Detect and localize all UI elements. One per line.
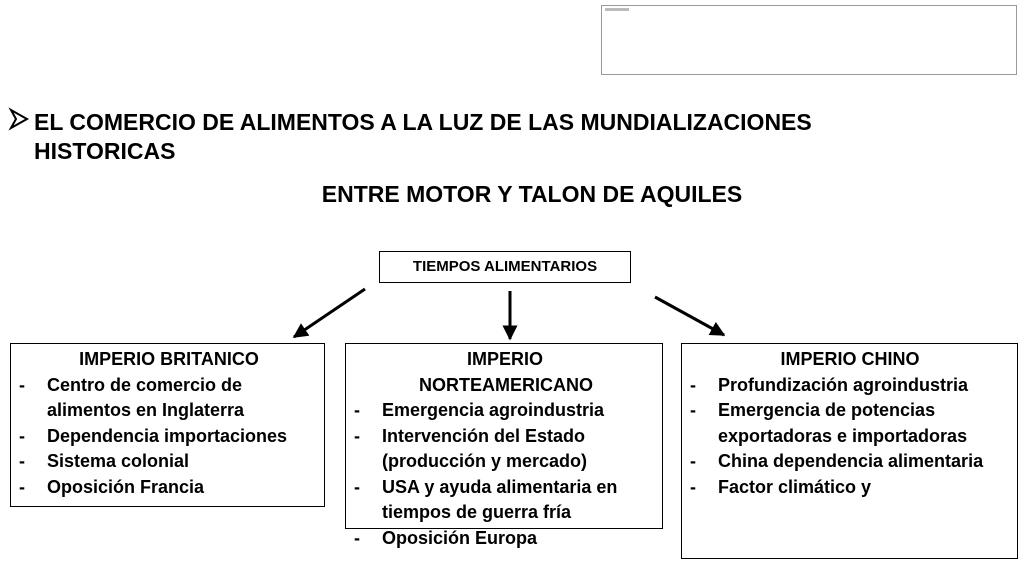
root-node-tiempos-alimentarios: TIEMPOS ALIMENTARIOS [379,251,631,283]
list-item: Profundización agroindustria [685,373,985,399]
list-item: Dependencia importaciones [14,424,324,450]
node-item-list: Profundización agroindustria Emergencia … [685,373,1015,501]
embedded-slide-thumbnail [601,5,1017,75]
arrow-to-imperio-britanico [292,287,366,339]
list-item: China dependencia alimentaria [685,449,985,475]
list-item: Intervención del Estado (producción y me… [349,424,661,475]
node-imperio-chino [681,343,1018,559]
node-title: IMPERIO CHINO [780,349,920,369]
arrow-to-imperio-chino [654,295,726,337]
list-item: Emergencia agroindustria [349,398,661,424]
node-title: IMPERIO BRITANICO [79,349,259,369]
list-item: Factor climático y [685,475,985,501]
list-item: Oposición Europa [349,526,661,552]
list-item: USA y ayuda alimentaria en tiempos de gu… [349,475,661,526]
list-item: Oposición Francia [14,475,324,501]
node-imperio-britanico [10,343,325,507]
node-item-list: Centro de comercio de alimentos en Ingla… [14,373,324,501]
list-item: Emergencia de potencias exportadoras e i… [685,398,985,449]
slide-heading: EL COMERCIO DE ALIMENTOS A LA LUZ DE LAS… [34,108,994,166]
node-imperio-britanico-text: IMPERIO BRITANICO Centro de comercio de … [14,347,324,500]
list-item: Centro de comercio de alimentos en Ingla… [14,373,324,424]
node-title: IMPERIO NORTEAMERICANO [419,349,593,395]
slide-subtitle: ENTRE MOTOR Y TALON DE AQUILES [321,181,743,207]
heading-line-1: EL COMERCIO DE ALIMENTOS A LA LUZ DE LAS… [34,109,812,135]
node-item-list: Emergencia agroindustria Intervención de… [349,398,661,551]
arrow-bullet-icon [8,107,32,131]
node-imperio-norteamericano-text: IMPERIO NORTEAMERICANO Emergencia agroin… [349,347,661,551]
heading-line-2: HISTORICAS [34,138,176,164]
node-imperio-chino-text: IMPERIO CHINO Profundización agroindustr… [685,347,1015,500]
list-item: Sistema colonial [14,449,324,475]
